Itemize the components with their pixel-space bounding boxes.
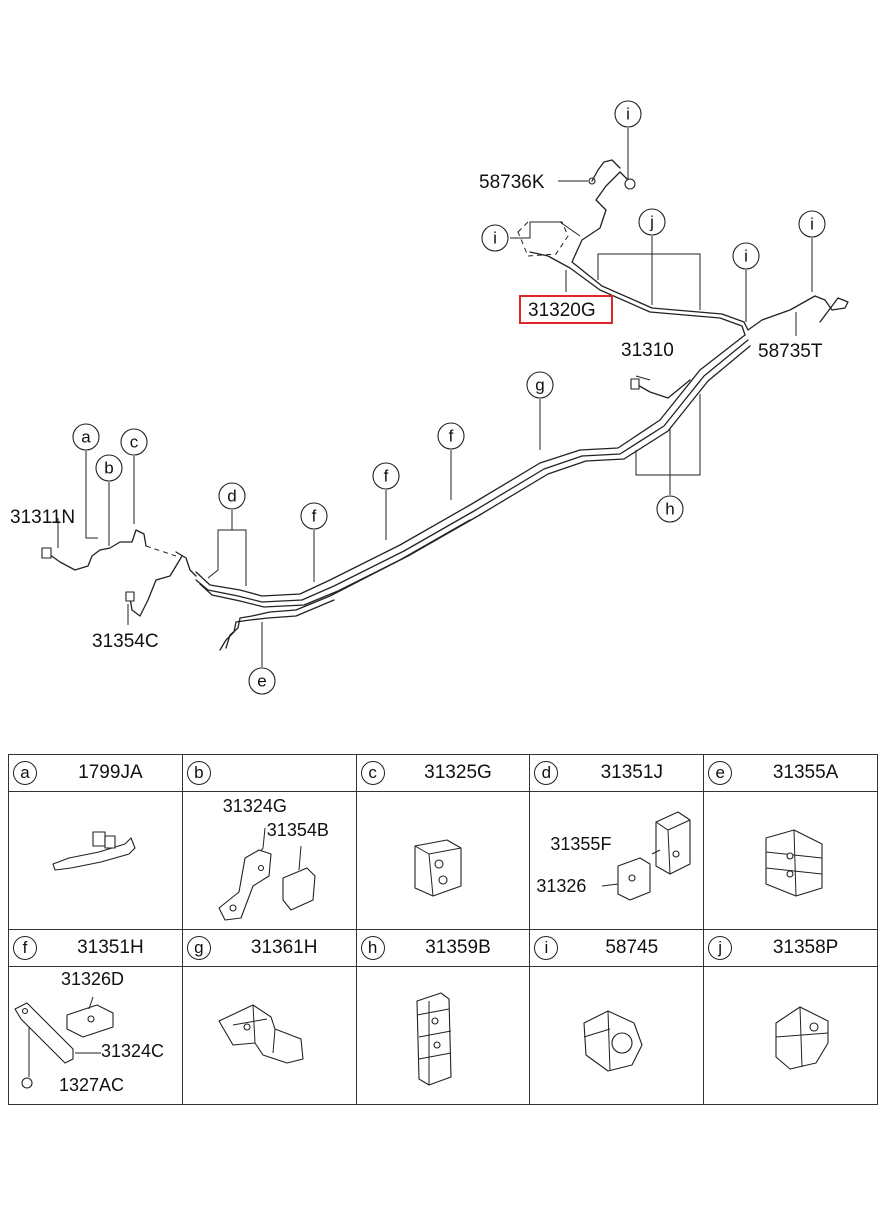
legend-body-a [8, 791, 183, 930]
part-label-31354C: 31354C [92, 631, 159, 652]
legend-key: g [186, 936, 211, 960]
callout-f-1: f [437, 422, 465, 450]
callout-h: h [656, 495, 684, 523]
legend-header-a: a 1799JA [8, 754, 183, 792]
sub-part-label: 31355F [550, 834, 612, 854]
legend-key: i [534, 936, 559, 960]
legend-header-h: h 31359B [355, 929, 531, 967]
svg-text:i: i [493, 229, 497, 248]
callout-e: e [248, 667, 276, 695]
bracket-clip-icon [218, 1004, 304, 1064]
legend-body-j [703, 966, 878, 1105]
sub-part-label: 31326 [536, 876, 587, 896]
legend-body-c [355, 791, 531, 930]
svg-text:e: e [257, 672, 266, 691]
callout-j: j [638, 208, 666, 236]
legend-header-c: c 31325G [355, 754, 531, 792]
parts-legend-table: a 1799JA b c 31325G d 31351J e 31355A 31324G… [8, 754, 878, 1105]
callout-f-3: f [300, 502, 328, 530]
legend-part-number: 1799JA [78, 762, 143, 783]
callout-f-2: f [372, 462, 400, 490]
legend-part-number: 31359B [425, 937, 491, 958]
legend-header-f: f 31351H [8, 929, 183, 967]
cable-tie-icon [52, 831, 136, 871]
leader-lines [57, 128, 813, 667]
part-label-31320G: 31320G [528, 300, 596, 321]
clip-icon [414, 839, 462, 897]
legend-key: b [186, 761, 211, 785]
legend-part-number: 31358P [772, 937, 839, 958]
clip-set-icon [602, 811, 691, 901]
callout-i-right: i [798, 210, 826, 238]
legend-key: e [708, 761, 733, 785]
sub-part-label: 1327AC [59, 1075, 125, 1095]
legend-key: f [13, 936, 37, 960]
legend-body-f: 31326D 31324C 1327AC [8, 966, 183, 1105]
svg-text:j: j [649, 213, 654, 232]
svg-text:i: i [810, 215, 814, 234]
svg-text:g: g [535, 376, 544, 395]
callout-g: g [526, 371, 554, 399]
callouts: i i j i i g h f f f d e a b c [72, 100, 826, 695]
highlight-box [519, 295, 613, 324]
part-labels: 58736K 31320G 31310 58735T 31311N 31354C [10, 172, 823, 652]
callout-d: d [218, 482, 246, 510]
legend-header-b: b [181, 754, 357, 792]
legend-header-e: e 31355A [703, 754, 878, 792]
sub-part-label: 31326D [61, 969, 125, 989]
fuel-line-diagram: 58736K 31320G 31310 58735T 31311N 31354C… [10, 100, 849, 695]
legend-part-number: 31361H [250, 937, 318, 958]
callout-c: c [120, 428, 148, 456]
svg-text:d: d [227, 487, 236, 506]
legend-body-e [703, 791, 878, 930]
sub-part-label: 31324G [222, 796, 287, 816]
svg-text:h: h [665, 500, 674, 519]
legend-key: j [708, 936, 733, 960]
legend-part-number: 31355A [772, 762, 839, 783]
pipe-assembly [41, 159, 849, 651]
part-label-31310: 31310 [621, 340, 674, 361]
legend-key: a [13, 761, 37, 785]
sub-part-label: 31324C [101, 1041, 165, 1061]
svg-text:f: f [449, 427, 454, 446]
part-label-58735T: 58735T [758, 341, 823, 362]
callout-i-mid: i [732, 242, 760, 270]
legend-header-g: g 31361H [181, 929, 357, 967]
svg-text:i: i [744, 247, 748, 266]
bracket-clip-icon [218, 827, 316, 921]
callout-i-top: i [614, 100, 642, 128]
svg-text:b: b [104, 459, 113, 478]
clamp-icon [583, 1010, 643, 1072]
legend-header-d: d 31351J [529, 754, 705, 792]
multi-clip-icon [775, 1006, 829, 1070]
legend-header-i: i 58745 [529, 929, 705, 967]
multi-clip-icon [765, 829, 823, 897]
bracket-bolt-icon [14, 996, 114, 1089]
svg-text:f: f [312, 507, 317, 526]
callout-i-left: i [481, 224, 509, 252]
part-label-31311N: 31311N [10, 507, 75, 528]
svg-text:i: i [626, 105, 630, 124]
svg-text:a: a [81, 428, 91, 447]
legend-body-i [529, 966, 705, 1105]
legend-body-d: 31355F 31326 [529, 791, 705, 930]
legend-body-h [355, 966, 531, 1105]
part-label-58736K: 58736K [479, 172, 545, 193]
stacked-clip-icon [416, 992, 452, 1086]
legend-part-number: 31351J [600, 762, 663, 783]
legend-part-number: 31325G [424, 762, 492, 783]
svg-text:c: c [130, 433, 139, 452]
legend-body-g [181, 966, 357, 1105]
legend-header-j: j 31358P [703, 929, 878, 967]
legend-part-number: 31351H [77, 937, 144, 958]
svg-text:f: f [384, 467, 389, 486]
sub-part-label: 31354B [266, 820, 329, 840]
callout-b: b [95, 454, 123, 482]
legend-key: d [534, 761, 559, 785]
legend-key: h [360, 936, 385, 960]
legend-part-number: 58745 [605, 937, 659, 958]
legend-body-b: 31324G 31354B [181, 791, 357, 930]
legend-key: c [360, 761, 385, 785]
callout-a: a [72, 423, 100, 451]
